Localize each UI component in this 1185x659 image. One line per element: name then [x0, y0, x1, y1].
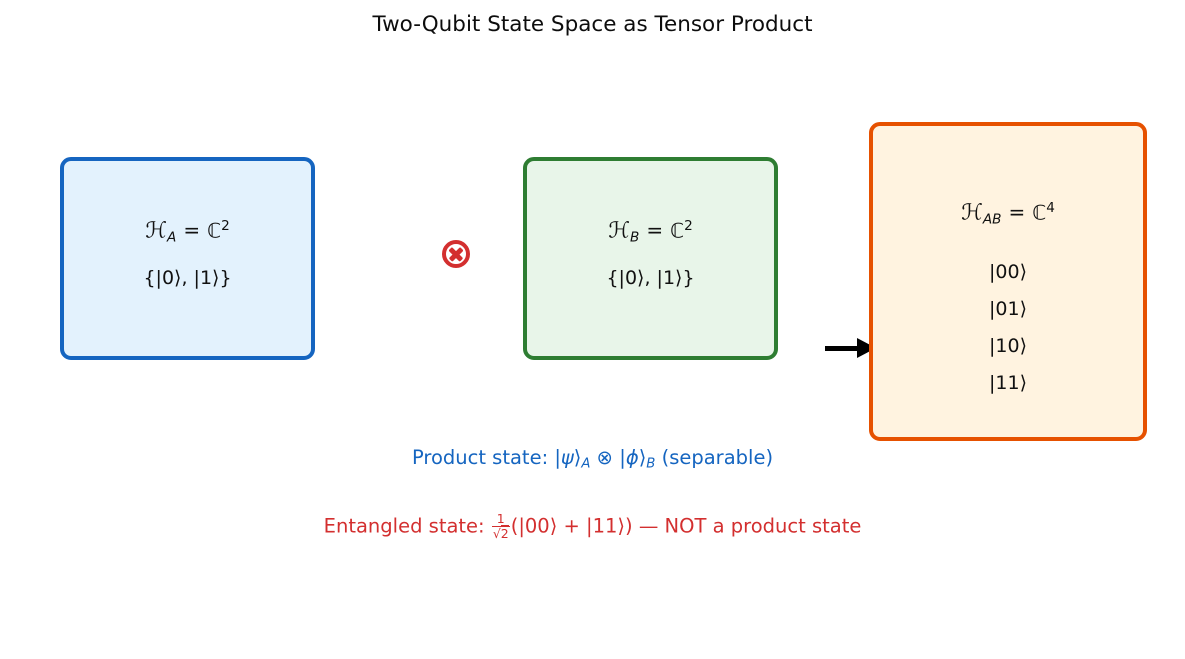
basis-a-label: {|0⟩, |1⟩}	[143, 267, 232, 290]
psi-symbol: ψ	[560, 446, 574, 469]
ket-close: ⟩	[638, 446, 647, 469]
phi-ket: |ϕ⟩	[619, 446, 646, 469]
product-state-caption: Product state: |ψ⟩A ⊗ |ϕ⟩B (separable)	[0, 446, 1185, 472]
hilbert-symbol: ℋ	[961, 200, 983, 226]
hilbert-symbol: ℋ	[145, 218, 168, 244]
fraction-numerator: 1	[496, 511, 505, 526]
phi-symbol: ϕ	[625, 446, 639, 469]
equals-sign: =	[183, 218, 201, 243]
hilbert-space-ab-box: ℋAB =ℂ4 |00⟩ |01⟩ |10⟩ |11⟩	[869, 122, 1147, 441]
hilbert-symbol: ℋ	[608, 218, 631, 244]
ket-open: |	[554, 446, 561, 469]
entangled-expression: (|00⟩ + |11⟩)	[510, 514, 633, 538]
basis-ket-11: |11⟩	[989, 372, 1027, 395]
hilbert-space-b-box: ℋB =ℂ2 {|0⟩, |1⟩}	[523, 157, 778, 360]
tensor-product-icon	[442, 240, 470, 268]
space-ab-subscript: AB	[982, 211, 1002, 228]
space-ab-formula: ℋAB =ℂ4	[961, 200, 1055, 227]
entangled-prefix: Entangled state:	[323, 514, 491, 538]
map-arrow-shaft	[825, 346, 861, 351]
basis-ket-00: |00⟩	[989, 261, 1027, 284]
space-b-formula: ℋB =ℂ2	[608, 218, 692, 245]
figure-title: Two-Qubit State Space as Tensor Product	[372, 12, 813, 37]
equals-sign: =	[1008, 200, 1026, 225]
ket-open: |	[619, 446, 626, 469]
basis-ket-10: |10⟩	[989, 335, 1027, 358]
dimension-exponent: 2	[221, 217, 230, 234]
complex-field-symbol: ℂ	[1032, 200, 1047, 225]
basis-ket-01: |01⟩	[989, 298, 1027, 321]
dimension-exponent: 2	[684, 217, 693, 234]
hilbert-space-a-box: ℋA =ℂ2 {|0⟩, |1⟩}	[60, 157, 315, 360]
product-prefix: Product state:	[411, 446, 555, 469]
ket-close: ⟩	[573, 446, 582, 469]
psi-ket: |ψ⟩	[554, 446, 581, 469]
subscript-a: A	[581, 456, 591, 472]
dimension-exponent: 4	[1046, 200, 1055, 216]
radical-sign: √	[492, 526, 501, 542]
joint-basis-list: |00⟩ |01⟩ |10⟩ |11⟩	[989, 261, 1027, 394]
entangled-state-caption: Entangled state: 1√2(|00⟩ + |11⟩) — NOT …	[0, 511, 1185, 542]
entangled-suffix: — NOT a product state	[632, 514, 862, 538]
one-over-sqrt2-fraction: 1√2	[491, 511, 510, 542]
basis-b-label: {|0⟩, |1⟩}	[606, 267, 695, 290]
space-a-subscript: A	[167, 229, 177, 246]
radicand: 2	[500, 525, 509, 542]
product-suffix: (separable)	[655, 446, 774, 469]
complex-field-symbol: ℂ	[207, 218, 222, 243]
equals-sign: =	[646, 218, 664, 243]
fraction-denominator: √2	[491, 525, 510, 542]
space-b-subscript: B	[630, 229, 640, 246]
tensor-operator-inline: ⊗	[590, 446, 620, 469]
complex-field-symbol: ℂ	[670, 218, 685, 243]
subscript-b: B	[646, 456, 656, 472]
space-a-formula: ℋA =ℂ2	[145, 218, 229, 245]
